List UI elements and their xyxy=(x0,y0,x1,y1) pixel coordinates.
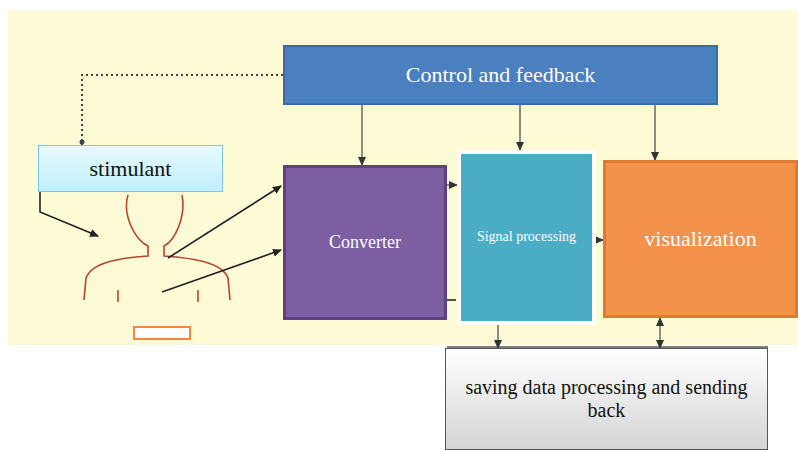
node-label: Converter xyxy=(329,232,401,253)
connector xyxy=(497,325,498,348)
stimulant-box: stimulant xyxy=(38,145,223,192)
connector xyxy=(596,239,603,240)
node-label: stimulant xyxy=(90,156,172,181)
node-label: saving data processing and sending back xyxy=(452,376,761,422)
connector xyxy=(82,75,283,145)
node-label: visualization xyxy=(644,226,756,251)
connector xyxy=(447,184,457,185)
node-label: Signal processing xyxy=(477,229,576,245)
control-box: Control and feedback xyxy=(283,45,718,105)
connector xyxy=(361,105,362,165)
visualization-box: visualization xyxy=(603,160,798,318)
background-panel xyxy=(8,10,798,345)
storage-box: saving data processing and sending back xyxy=(445,348,768,450)
sensor-pad xyxy=(134,327,190,339)
node-label: Control and feedback xyxy=(406,62,595,87)
signal-processing-box: Signal processing xyxy=(457,150,596,325)
connector xyxy=(519,105,520,150)
human-figure xyxy=(84,195,230,302)
connector-end-dot xyxy=(80,140,85,145)
connector xyxy=(654,105,655,160)
connector xyxy=(659,318,660,348)
converter-box: Converter xyxy=(283,165,447,320)
